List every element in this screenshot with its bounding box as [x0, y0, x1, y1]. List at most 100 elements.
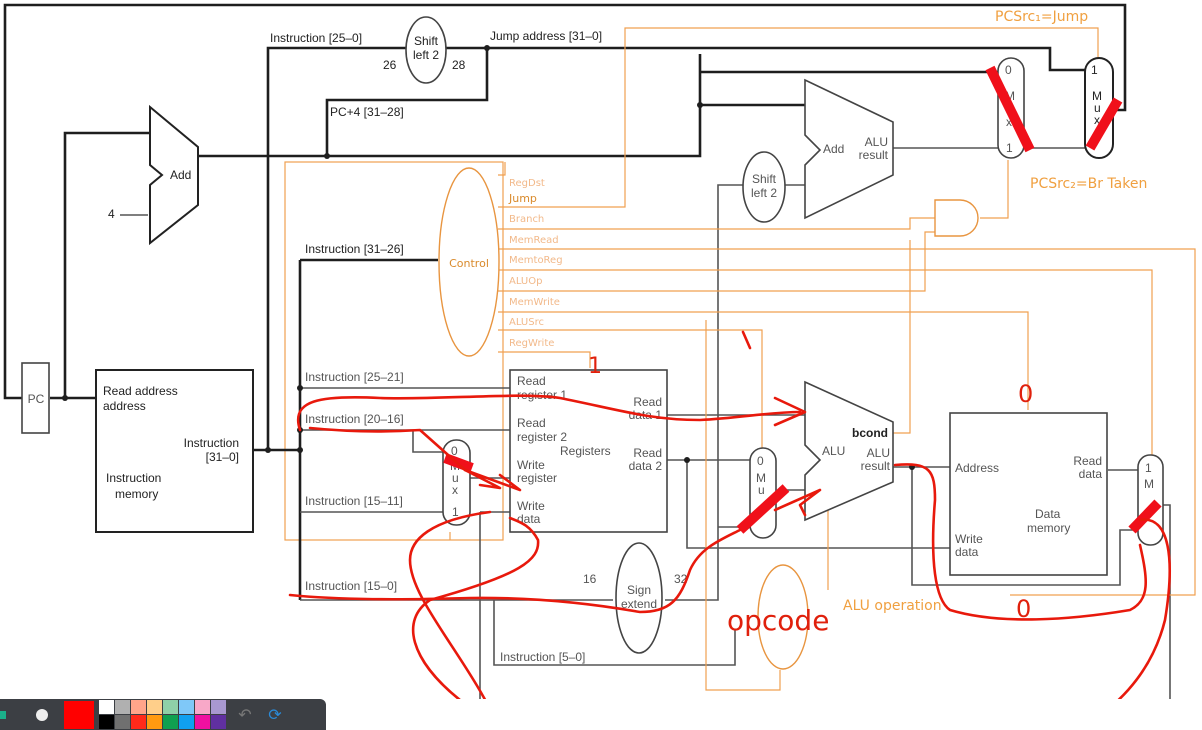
palette-swatch[interactable] — [131, 700, 146, 714]
read-address-port-2: address — [103, 399, 146, 413]
dm-name-1: Data — [1035, 507, 1061, 521]
mux-branch-x: x — [1006, 115, 1012, 129]
dm-wd-a: Write — [955, 532, 983, 546]
branch-adder-out-2: result — [859, 148, 889, 162]
control-signal-memread: MemRead — [509, 235, 559, 246]
label-pc4-31-28: PC+4 [31–28] — [330, 105, 404, 119]
alu-label: ALU — [822, 444, 845, 458]
dm-rd-b: data — [1079, 467, 1103, 481]
palette-swatch[interactable] — [131, 715, 146, 729]
jump-shift-left-2 — [405, 16, 447, 84]
mux-alusrc-m: M — [756, 471, 766, 485]
pen-size-dot[interactable] — [36, 708, 48, 721]
mux-memtoreg-m: M — [1144, 477, 1154, 491]
control-signal-jump: Jump — [508, 192, 537, 205]
mux-branch-in0: 0 — [1005, 63, 1012, 77]
strike-mux-alusrc — [736, 484, 790, 534]
instruction-memory — [95, 369, 254, 533]
sign-width-in: 16 — [583, 572, 597, 586]
mux-regdst-u: u — [452, 471, 459, 485]
main-wires — [3, 3, 1127, 600]
palette-swatch[interactable] — [211, 700, 226, 714]
mux-jump-x: x — [1094, 113, 1100, 127]
palette-swatch[interactable] — [115, 700, 130, 714]
control-region-outline — [284, 161, 504, 541]
palette-swatch[interactable] — [147, 700, 162, 714]
control-label: Control — [449, 257, 489, 270]
mux-memtoreg-in1: 1 — [1145, 461, 1152, 475]
reg-rd2-b: data 2 — [629, 459, 663, 473]
control-signal-memwrite: MemWrite — [509, 297, 560, 308]
label-instr-15-11: Instruction [15–11] — [305, 494, 403, 508]
dm-wd-b: data — [955, 545, 979, 559]
palette-swatch[interactable] — [99, 700, 114, 714]
label-instr-25-21: Instruction [25–21] — [305, 370, 404, 384]
label-instr-31-26: Instruction [31–26] — [305, 242, 404, 256]
reg-rr1-a: Read — [517, 374, 546, 388]
reg-rr2-a: Read — [517, 416, 546, 430]
control-signal-labels: RegDstJumpBranchMemReadMemtoRegALUOpMemW… — [508, 178, 563, 349]
jump-width-out: 28 — [452, 58, 466, 72]
clear-icon[interactable]: ⟳ — [268, 705, 282, 724]
palette-swatch[interactable] — [195, 715, 210, 729]
alu-bcond: bcond — [852, 426, 888, 440]
toolbar-grip[interactable] — [0, 710, 6, 719]
alu-out-2: result — [861, 459, 891, 473]
undo-icon[interactable]: ↶ — [238, 705, 252, 724]
palette-swatch[interactable] — [179, 715, 194, 729]
branch-and-gate — [934, 199, 979, 237]
mux-regdst-in0: 0 — [451, 444, 458, 458]
palette-swatch[interactable] — [147, 715, 162, 729]
palette-swatch[interactable] — [115, 715, 130, 729]
strike-mux-branch — [985, 65, 1035, 153]
palette-swatch[interactable] — [195, 700, 210, 714]
hand-annotations — [288, 65, 1171, 699]
sign-extend — [615, 542, 663, 654]
instr-mem-name-1: Instruction — [106, 471, 161, 485]
palette-swatch[interactable] — [179, 700, 194, 714]
reg-wr-a: Write — [517, 458, 545, 472]
annotation-opcode: opcode — [727, 604, 829, 637]
reg-rd2-a: Read — [633, 446, 662, 460]
reg-rd1-a: Read — [633, 395, 662, 409]
control-signal-aluop: ALUOp — [509, 276, 542, 287]
pc-adder-label: Add — [170, 168, 191, 182]
strike-mux-jump — [1085, 97, 1123, 151]
annotation-regwrite-1: 1 — [588, 354, 602, 379]
palette-swatch[interactable] — [163, 715, 178, 729]
label-instr-15-0: Instruction [15–0] — [305, 579, 397, 593]
control-signal-regdst: RegDst — [509, 178, 545, 189]
mux-alusrc-in0: 0 — [757, 454, 764, 468]
mux-jump-u: u — [1094, 101, 1101, 115]
annotation-memwrite-0: 0 — [1016, 595, 1031, 623]
palette-swatch[interactable] — [211, 715, 226, 729]
instruction-port: Instruction — [184, 436, 239, 450]
dm-name-2: memory — [1027, 521, 1070, 535]
mux-branch-in1: 1 — [1006, 141, 1013, 155]
pc-adder — [149, 104, 199, 246]
palette-swatch[interactable] — [163, 700, 178, 714]
pc-register — [21, 362, 50, 434]
control-signal-memtoreg: MemtoReg — [509, 255, 563, 266]
read-address-port: Read address — [103, 384, 178, 398]
mux-jump-in1: 1 — [1091, 63, 1098, 77]
label-instr-20-16: Instruction [20–16] — [305, 412, 404, 426]
control-unit — [438, 167, 500, 357]
branch-shift-left-2 — [742, 151, 786, 223]
jump-width-in: 26 — [383, 58, 397, 72]
label-pcsrc2: PCSrc₂=Br Taken — [1030, 176, 1147, 192]
sign-extend-line1: Sign — [627, 583, 651, 597]
current-color-swatch[interactable] — [64, 700, 94, 729]
label-instr-5-0: Instruction [5–0] — [500, 650, 585, 664]
label-pcsrc1: PCSrc₁=Jump — [995, 9, 1088, 25]
strike-mux-memtoreg — [1128, 499, 1162, 534]
reg-wr-b: register — [517, 471, 557, 485]
dm-rd-a: Read — [1073, 454, 1102, 468]
palette-swatch[interactable] — [99, 715, 114, 729]
mux-regdst-in1: 1 — [452, 505, 459, 519]
control-wires — [449, 27, 1196, 691]
branch-adder-label: Add — [823, 142, 844, 156]
annotation-toolbar: ↶ ⟳ — [0, 699, 326, 730]
mux-branch-m: M — [1005, 89, 1015, 103]
alu-out-1: ALU — [867, 446, 890, 460]
